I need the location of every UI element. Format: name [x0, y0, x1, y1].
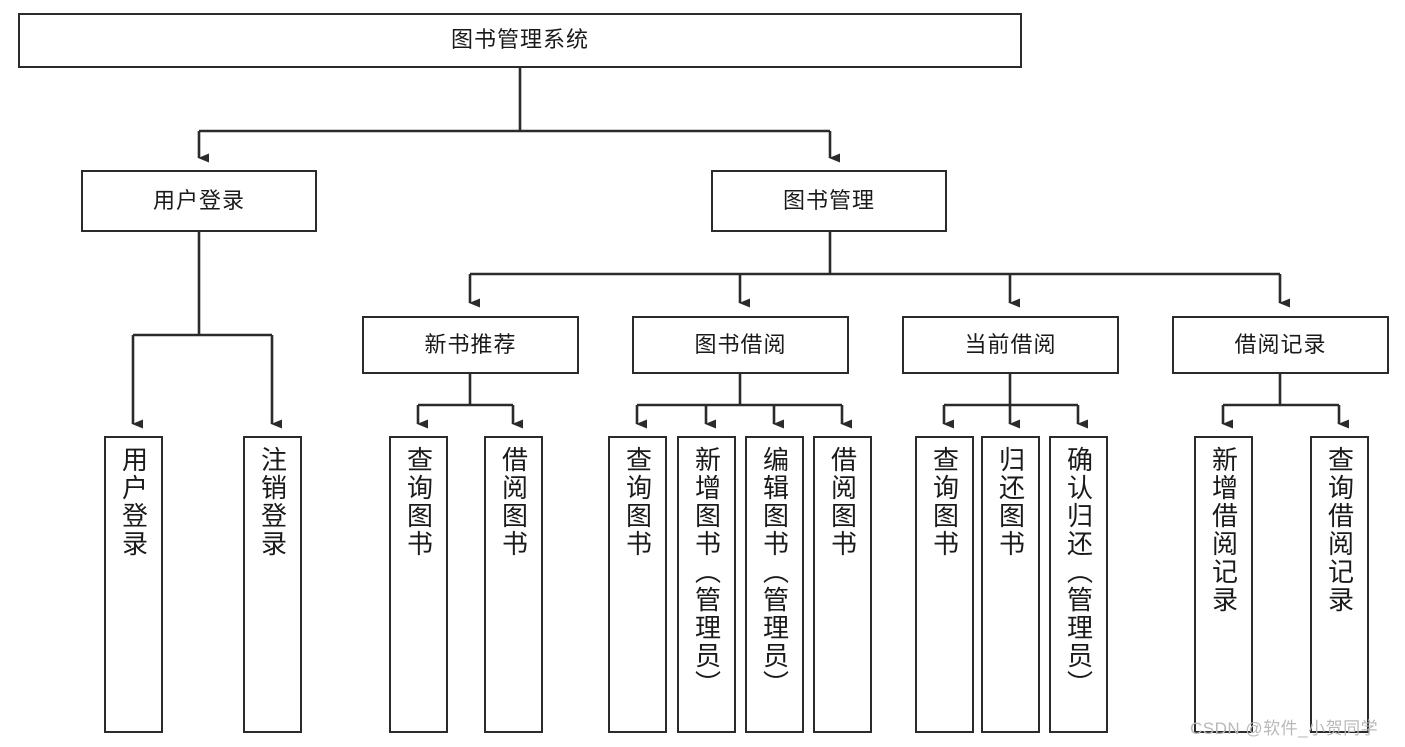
node-label: 编辑图书（管理员）	[759, 446, 790, 698]
node-label: 新书推荐	[424, 331, 517, 357]
node-label: 用户登录	[152, 187, 245, 213]
node-borrow-record[interactable]: 借阅记录	[1172, 316, 1389, 374]
node-label: 图书借阅	[694, 331, 787, 357]
node-label: 确认归还（管理员）	[1063, 446, 1094, 698]
leaf-return-book[interactable]: 归还图书	[981, 436, 1040, 733]
node-label: 归还图书	[995, 446, 1026, 558]
leaf-add-book-admin[interactable]: 新增图书（管理员）	[677, 436, 736, 733]
leaf-logout[interactable]: 注销登录	[243, 436, 302, 733]
node-current-borrow[interactable]: 当前借阅	[902, 316, 1119, 374]
node-label: 查询图书	[622, 446, 653, 558]
node-book-management[interactable]: 图书管理	[711, 170, 947, 232]
node-label: 注销登录	[257, 446, 288, 558]
node-label: 新增借阅记录	[1208, 446, 1239, 614]
node-label: 查询借阅记录	[1324, 446, 1355, 614]
watermark: CSDN @软件_小贺同学	[1190, 719, 1379, 738]
node-label: 图书管理系统	[450, 27, 589, 53]
node-label: 借阅图书	[498, 446, 529, 558]
leaf-borrow-book-recommend[interactable]: 借阅图书	[484, 436, 543, 733]
leaf-query-borrow-record[interactable]: 查询借阅记录	[1310, 436, 1369, 733]
node-label: 借阅图书	[827, 446, 858, 558]
leaf-add-borrow-record[interactable]: 新增借阅记录	[1194, 436, 1253, 733]
leaf-edit-book-admin[interactable]: 编辑图书（管理员）	[745, 436, 804, 733]
node-label: 用户登录	[118, 446, 149, 558]
node-label: 查询图书	[403, 446, 434, 558]
node-label: 新增图书（管理员）	[691, 446, 722, 698]
node-label: 当前借阅	[964, 331, 1057, 357]
leaf-borrow-book[interactable]: 借阅图书	[813, 436, 872, 733]
node-root[interactable]: 图书管理系统	[18, 13, 1022, 68]
node-label: 图书管理	[782, 187, 875, 213]
leaf-query-book-recommend[interactable]: 查询图书	[389, 436, 448, 733]
node-user-login[interactable]: 用户登录	[81, 170, 317, 232]
leaf-query-book-current[interactable]: 查询图书	[915, 436, 974, 733]
leaf-confirm-return-admin[interactable]: 确认归还（管理员）	[1049, 436, 1108, 733]
node-label: 借阅记录	[1234, 331, 1327, 357]
node-label: 查询图书	[929, 446, 960, 558]
node-new-book-recommend[interactable]: 新书推荐	[362, 316, 579, 374]
node-book-borrow[interactable]: 图书借阅	[632, 316, 849, 374]
leaf-user-login[interactable]: 用户登录	[104, 436, 163, 733]
leaf-query-book-borrow[interactable]: 查询图书	[608, 436, 667, 733]
